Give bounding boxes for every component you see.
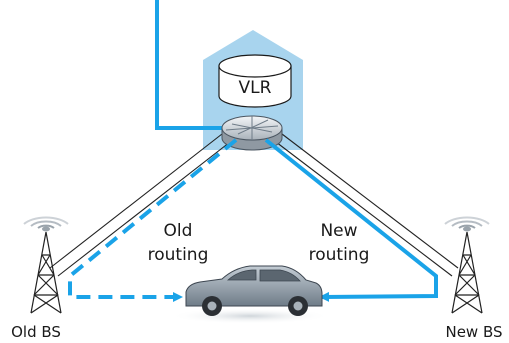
new-routing-path: [264, 138, 438, 302]
new-base-station-tower-icon: [444, 216, 490, 314]
incoming-route-line: [155, 0, 222, 130]
vlr-database-icon: VLR: [218, 54, 292, 108]
link-router-to-new-bs-b: [275, 141, 453, 277]
new-routing-label-line1: New: [320, 221, 357, 241]
link-router-to-old-bs-a: [49, 133, 223, 269]
old-base-station-tower-icon: [23, 216, 69, 314]
old-routing-label-line1: Old: [164, 221, 193, 241]
link-router-to-new-bs-a: [281, 133, 459, 269]
wired-links: [49, 133, 459, 277]
vlr-label: VLR: [239, 78, 272, 98]
old-bs-label: Old BS: [11, 323, 61, 341]
router-icon: [221, 115, 283, 151]
old-routing-path: [68, 138, 238, 302]
car-icon: [170, 265, 330, 324]
old-routing-label-line2: routing: [148, 245, 209, 265]
new-routing-label-line2: routing: [309, 245, 370, 265]
link-router-to-old-bs-b: [57, 141, 231, 277]
new-bs-label: New BS: [445, 323, 502, 341]
